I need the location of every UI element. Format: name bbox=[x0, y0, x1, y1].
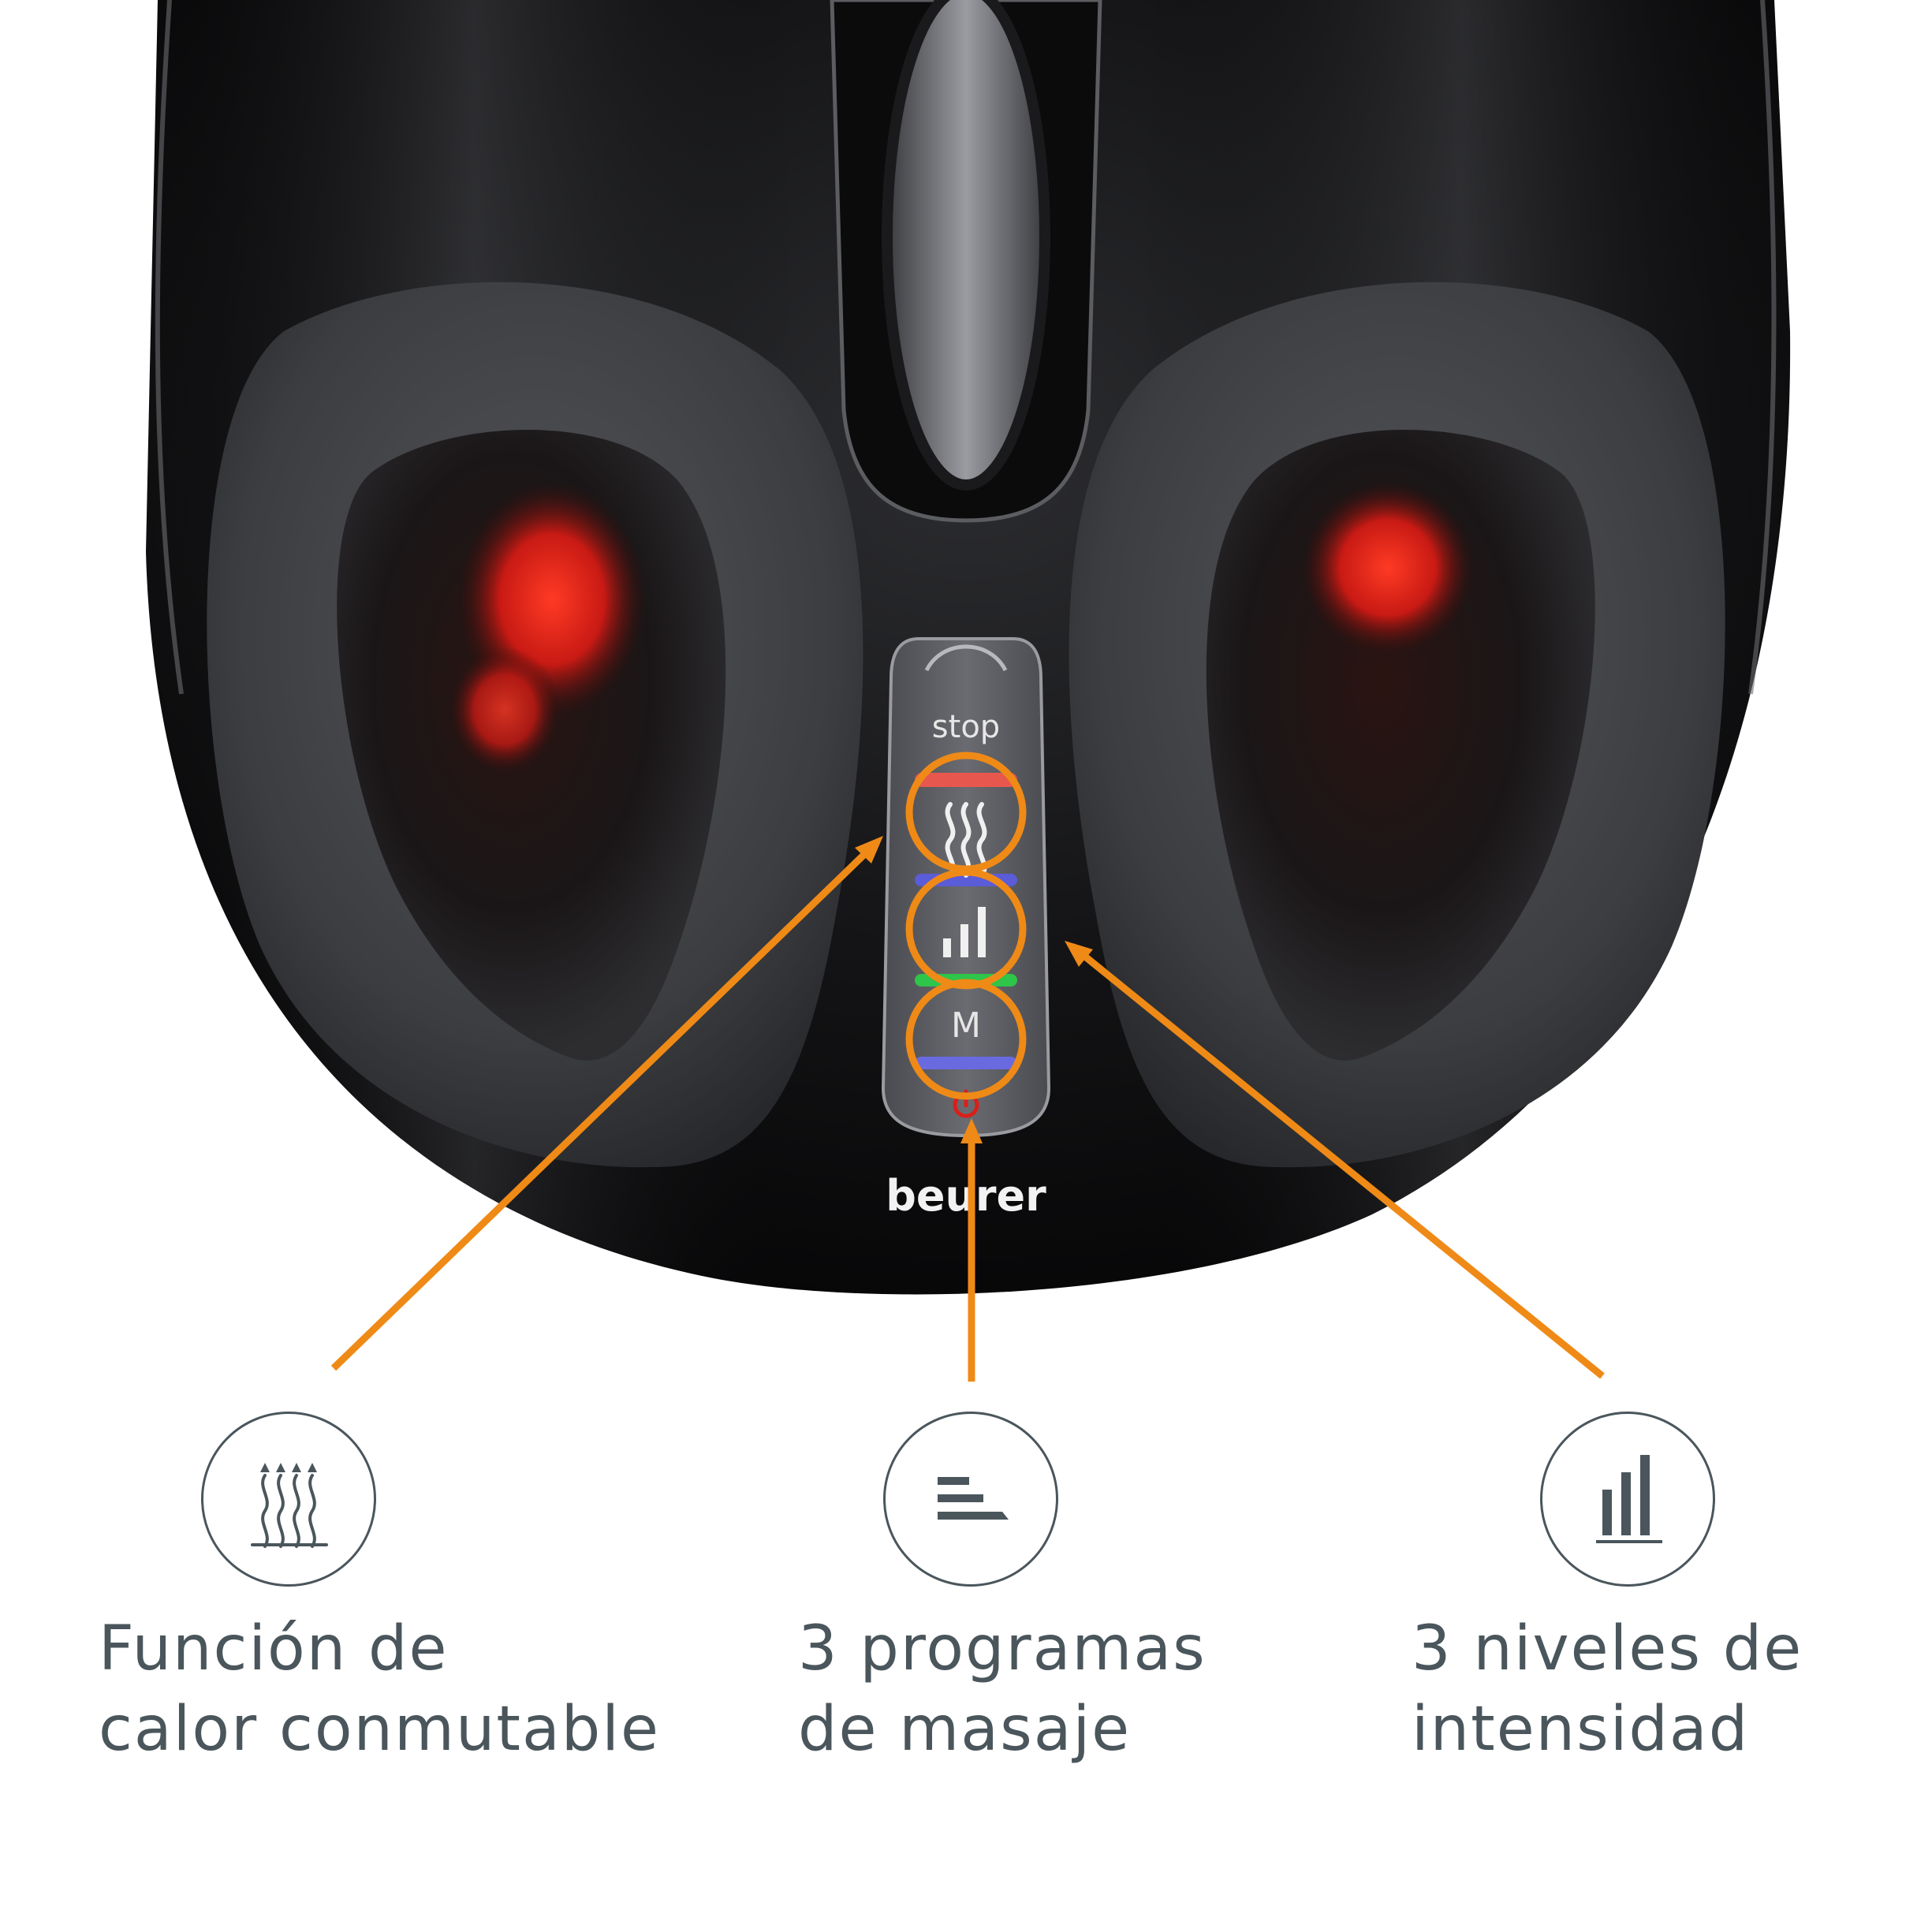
brand-logo: beurer bbox=[886, 1171, 1046, 1221]
programs-feature-label-line-1: 3 programas bbox=[798, 1613, 1207, 1684]
intensity-button-symbol bbox=[943, 907, 986, 957]
callout-intensity bbox=[1070, 943, 1605, 1379]
intensity-feature-label-line-2: intensidad bbox=[1412, 1694, 1750, 1765]
intensity-feature-label: 3 niveles de intensidad bbox=[1412, 1609, 1803, 1770]
mode-led bbox=[915, 1057, 1017, 1069]
mode-highlight-ring bbox=[905, 979, 1027, 1100]
highlight-rings bbox=[905, 752, 1027, 1100]
callout-lines bbox=[330, 841, 1605, 1382]
intensity-feature-label-line-1: 3 niveles de bbox=[1412, 1613, 1803, 1684]
mode-button-label: M bbox=[951, 1005, 981, 1046]
heat-led bbox=[915, 773, 1017, 787]
heat-waves-icon bbox=[251, 1463, 328, 1548]
intensity-bars-icon bbox=[1596, 1455, 1662, 1543]
heat-feature-label-line-2: calor conmutable bbox=[99, 1694, 660, 1765]
right-heat-glow bbox=[1301, 481, 1475, 655]
heat-feature-icon bbox=[201, 1412, 376, 1587]
programs-feature-label-line-2: de masaje bbox=[798, 1694, 1132, 1765]
intensity-feature-icon bbox=[1540, 1412, 1715, 1587]
callout-heat bbox=[330, 841, 878, 1371]
programs-feature-icon bbox=[883, 1412, 1058, 1587]
massage-programs-icon bbox=[938, 1477, 1009, 1520]
programs-feature-label: 3 programas de masaje bbox=[798, 1609, 1207, 1770]
heat-feature-label: Función de calor conmutable bbox=[99, 1609, 660, 1770]
center-window bbox=[887, 0, 1045, 485]
heat-feature-label-line-1: Función de bbox=[99, 1613, 449, 1684]
stop-button-label: stop bbox=[932, 709, 1000, 745]
